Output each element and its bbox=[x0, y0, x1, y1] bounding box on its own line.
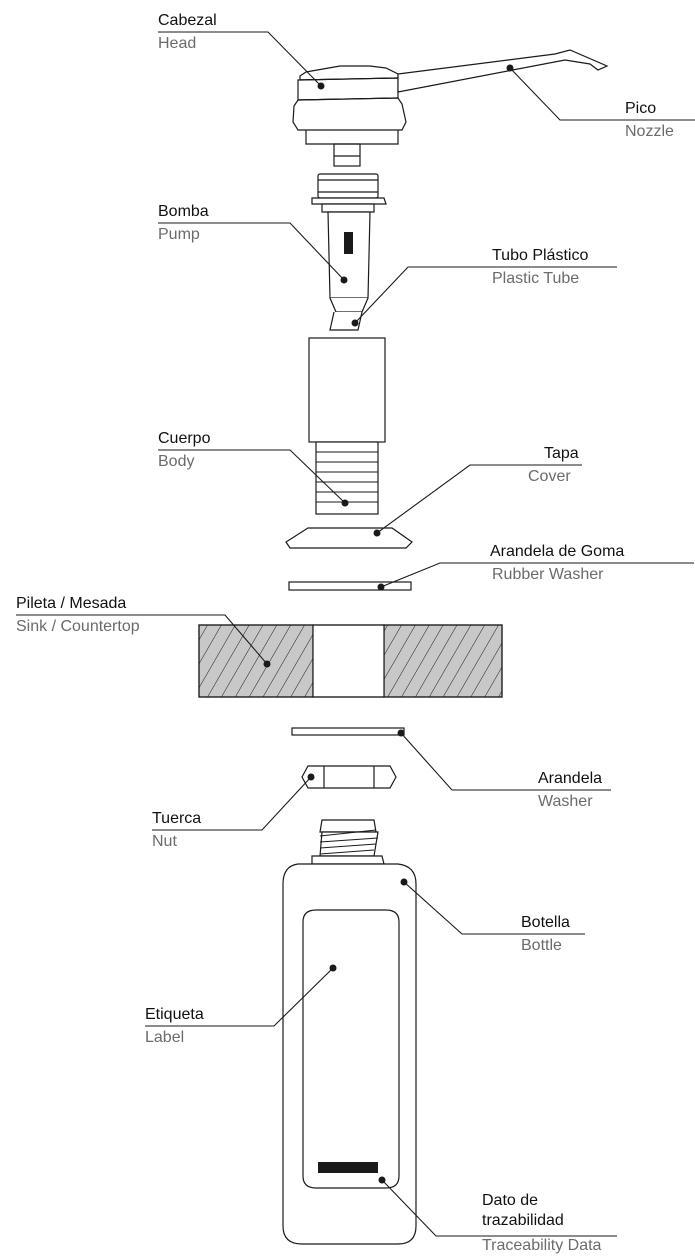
washer-label-en: Washer bbox=[538, 793, 593, 810]
nozzle-label-en: Nozzle bbox=[625, 123, 674, 140]
body-label-es: Cuerpo bbox=[158, 430, 211, 447]
callout-dots bbox=[263, 64, 514, 1184]
sink-label-es: Pileta / Mesada bbox=[16, 595, 127, 612]
head-label-es: Cabezal bbox=[158, 12, 217, 29]
body-part bbox=[308, 337, 386, 515]
traceability-label-es-line1: Dato de bbox=[482, 1192, 539, 1209]
cover-label-es: Tapa bbox=[544, 445, 579, 462]
cover-part bbox=[285, 527, 413, 549]
pump-label-en: Pump bbox=[158, 226, 200, 243]
rubber-washer-label-en: Rubber Washer bbox=[492, 566, 604, 583]
sink-label-en: Sink / Countertop bbox=[16, 618, 140, 635]
cover-label-en: Cover bbox=[528, 468, 571, 485]
traceability-label-es-line2: trazabilidad bbox=[482, 1212, 564, 1229]
nozzle-label-es: Pico bbox=[625, 100, 657, 117]
tube-label-en: Plastic Tube bbox=[492, 270, 580, 287]
traceability-label-en: Traceability Data bbox=[482, 1237, 602, 1254]
label-label-es: Etiqueta bbox=[145, 1006, 204, 1023]
rubber-washer-part bbox=[288, 581, 412, 591]
label-label-en: Label bbox=[145, 1029, 185, 1046]
nut-part bbox=[301, 765, 397, 789]
bottle-label-es: Botella bbox=[521, 914, 570, 931]
bottle-label-en: Bottle bbox=[521, 937, 562, 954]
pump-label-es: Bomba bbox=[158, 203, 209, 220]
head-part bbox=[292, 65, 407, 167]
leader-lines bbox=[16, 31, 695, 1237]
label-part bbox=[302, 909, 400, 1189]
washer-label-es: Arandela bbox=[538, 770, 603, 787]
body-label-en: Body bbox=[158, 453, 195, 470]
nut-label-es: Tuerca bbox=[152, 810, 202, 827]
nozzle-part bbox=[397, 49, 609, 93]
tube-label-es: Tubo Plástico bbox=[492, 247, 589, 264]
pump-part bbox=[311, 173, 387, 331]
head-label-en: Head bbox=[158, 35, 197, 52]
washer-part bbox=[291, 727, 405, 736]
rubber-washer-label-es: Arandela de Goma bbox=[490, 543, 625, 560]
sink-part bbox=[198, 624, 503, 698]
nut-label-en: Nut bbox=[152, 833, 177, 850]
